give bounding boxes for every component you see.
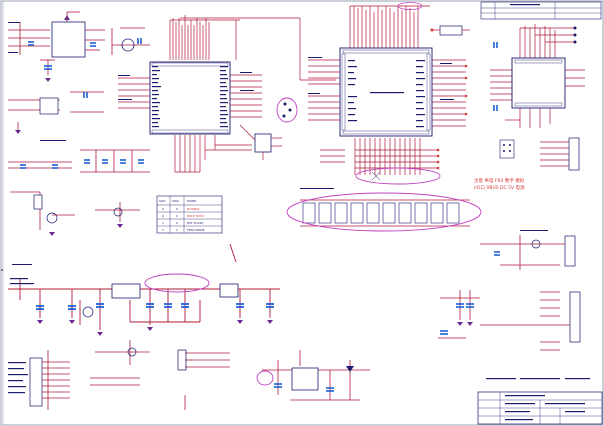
mcu-2-pin-strip-top [342,49,430,54]
transistor [82,306,94,318]
sensor-conn [33,194,43,210]
mcu-1 [118,15,336,173]
table-cell: 1 [162,221,164,225]
annotation-line-1: 注意 供电 FR4 数字 模拟 [474,177,525,184]
highlight-ellipse [355,167,441,185]
mcu-2-pin-strip-bottom [342,130,430,135]
resistor-array [286,192,482,232]
test-point-group [276,97,298,123]
annotation-notes: 注意 供电 FR4 数字 模拟 I/O口 VBUS DC 5V 电源 [474,177,525,191]
buffer-ic [239,124,282,160]
highlight-ellipse [286,192,482,232]
table-header-mode: MODE [187,199,196,203]
table-cell: 0 [176,207,178,211]
table-cell: 1 [162,228,164,232]
mcu-1-pin-strip-top [151,62,229,67]
header-conn [177,349,187,371]
mcu-2-pin-strip-right [426,53,431,131]
table-cell: TEST MODE [186,228,205,232]
highlight-ellipse [276,97,298,123]
ground-symbol [45,78,51,82]
mcu-2 [308,2,468,185]
mode-table: SW1 SW2 MODE 0 0 NORMAL 0 1 BOOT ROM 1 0… [156,195,223,234]
mcu-1-body [149,61,231,135]
ground-symbol [64,15,70,20]
bottom-left-conn [29,357,43,407]
title-block [477,391,603,425]
table-cell: 0 [176,221,178,225]
net-labels [8,22,548,265]
table-cell: NORMAL [187,207,200,211]
annotation-line-2: I/O口 VBUS DC 5V 电源 [474,184,525,191]
top-left-regulator-block [8,11,105,82]
oscillator-block [111,27,150,55]
table-header-sw1: SW1 [159,199,166,203]
transistor [127,347,137,357]
table-cell: 0 [162,214,164,218]
mcu-3-body [511,57,566,109]
mcu-2-crystal [430,25,470,36]
highlight-ellipse [397,2,423,10]
table-cell: BOOT ROM [187,214,204,218]
regulator-ic-2 [111,283,141,299]
left-sensor-circuits [8,91,150,236]
regulator-ic-3 [219,283,239,298]
table-header-sw2: SW2 [172,199,179,203]
mcu-1-pin-strip-bottom [151,129,229,134]
top-right-header-block [480,1,602,20]
highlight-ellipse [256,370,274,386]
highlight-ellipse [144,273,210,293]
transistor [46,212,58,224]
transistor [531,239,541,249]
right-conn-1 [564,235,576,267]
transistor [113,207,123,217]
bottom-left-connectors [8,340,230,410]
power-supply-strip [8,243,280,336]
mcu-3-pin-strip-top [514,59,563,64]
charger-circuit [256,350,370,401]
mcu-2-pin-strip-left [341,53,346,131]
table-cell: 1 [176,214,178,218]
right-lower-circuits [438,235,581,351]
table-cell: EXT FLASH [187,221,203,225]
sensor-ic [39,97,59,115]
charger-ic [291,367,319,391]
right-connector-mid [499,137,580,171]
table-cell: 0 [162,207,164,211]
mcu-3-pin-strip-bottom [514,102,563,107]
regulator-ic [51,21,86,58]
table-cell: 1 [176,228,178,232]
bottom-right-notes [486,378,590,380]
crystal-circle [121,38,135,52]
right-conn-2 [569,291,581,343]
mcu-3 [490,24,585,128]
diode [346,366,354,372]
